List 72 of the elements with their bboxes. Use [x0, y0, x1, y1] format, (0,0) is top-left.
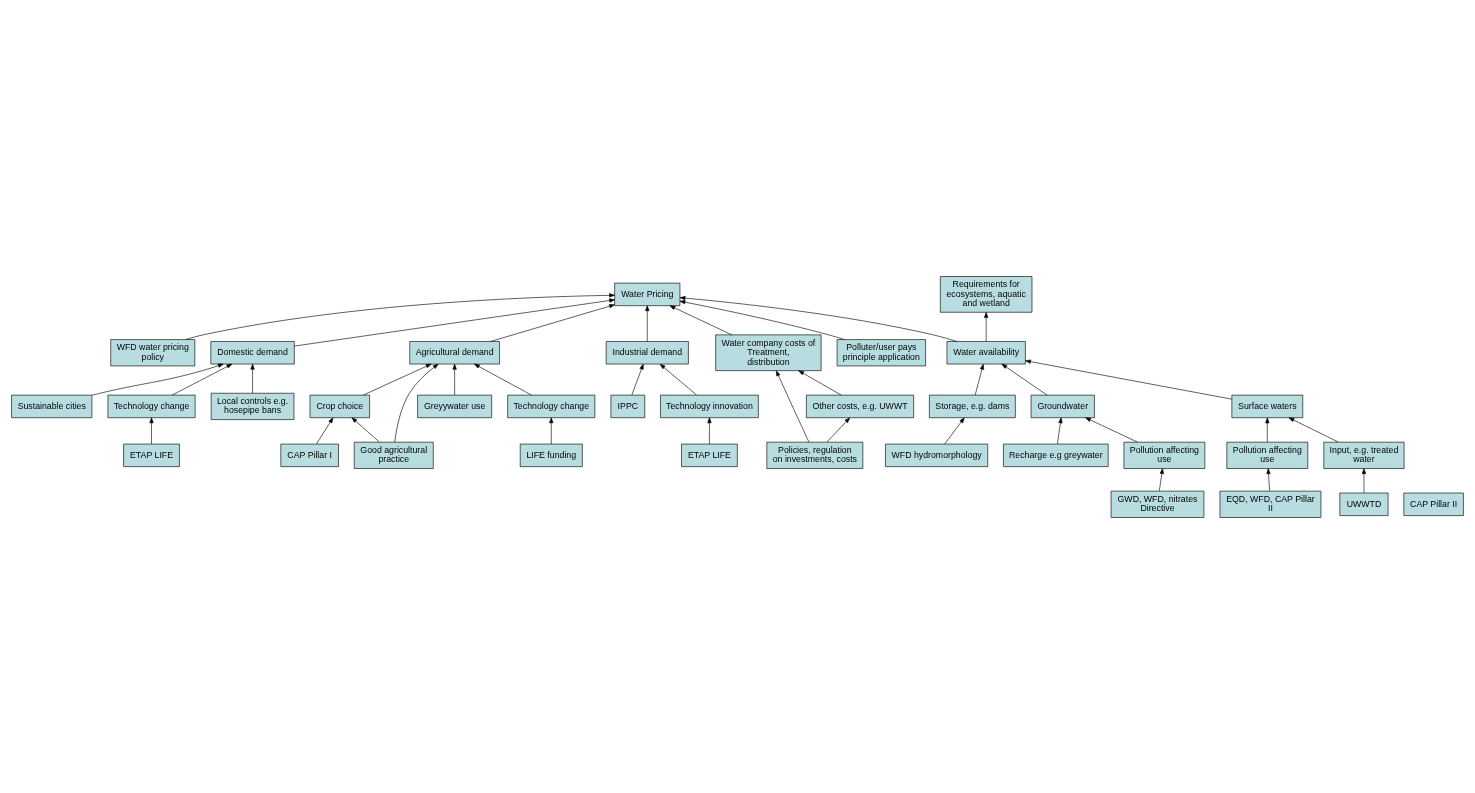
arrow	[185, 292, 615, 340]
arrow	[798, 369, 842, 395]
arrow	[707, 417, 712, 444]
arrow	[294, 297, 615, 346]
arrow	[984, 311, 989, 342]
arrow	[679, 295, 957, 342]
arrow	[776, 370, 810, 442]
node-box: WFD water pricing policy	[110, 338, 196, 366]
node-box: ETAP LIFE	[123, 443, 180, 467]
node-box: Technology change	[107, 394, 196, 418]
node-box: Crop choice	[309, 394, 370, 418]
arrow	[490, 303, 615, 342]
node-box: Technology change	[507, 394, 596, 418]
arrow	[1159, 467, 1164, 491]
node-box: Industrial demand	[605, 340, 689, 364]
arrow	[669, 304, 733, 335]
node-box: Good agricultural practice	[353, 441, 434, 469]
arrow	[452, 363, 457, 395]
arrow	[974, 363, 985, 395]
node-box: Technology innovation	[660, 394, 759, 418]
arrow	[1085, 416, 1138, 442]
node-box: Local controls e.g. hosepipe bans	[210, 392, 295, 420]
node-box: Other costs, e.g. UWWT	[806, 394, 914, 418]
node-box: Pollution affecting use	[1123, 441, 1206, 469]
node-box: EQD, WFD, CAP Pillar II	[1219, 490, 1322, 518]
arrow	[474, 363, 532, 395]
arrow	[149, 417, 154, 444]
arrow	[1057, 417, 1063, 444]
arrow	[250, 363, 255, 393]
arrow	[659, 363, 697, 395]
node-box: Storage, e.g. dams	[929, 394, 1016, 418]
arrow	[91, 363, 224, 395]
node-box: Groundwater	[1030, 394, 1095, 418]
arrow	[679, 299, 845, 340]
arrow	[645, 304, 650, 342]
arrow	[363, 363, 432, 395]
node-box: CAP Pillar I	[280, 443, 339, 467]
node-box: Pollution affecting use	[1226, 441, 1309, 469]
arrow	[1265, 417, 1270, 442]
arrow	[1266, 467, 1271, 491]
node-box: Policies, regulation on investments, costs	[766, 441, 864, 469]
arrow	[351, 416, 380, 442]
node-box: Greyywater use	[417, 394, 492, 418]
node-box: UWWTD	[1339, 492, 1389, 516]
node-box: IPPC	[610, 394, 646, 418]
arrow	[316, 417, 334, 444]
arrow	[1025, 359, 1232, 399]
node-box: LIFE funding	[519, 443, 583, 467]
node-box: Agricultural demand	[409, 340, 500, 364]
arrow	[171, 363, 233, 395]
node-box: Water company costs of Treatment, distribution	[715, 334, 822, 371]
node-box: ETAP LIFE	[681, 443, 738, 467]
node-box: Polluter/user pays principle application	[836, 338, 926, 366]
node-box: Requirements for ecosystems, aquatic and wetland	[940, 275, 1033, 313]
node-box: WFD hydromorphology	[885, 443, 989, 467]
node-box: Water availability	[946, 340, 1026, 364]
arrow	[944, 417, 965, 444]
node-box: Sustainable cities	[11, 394, 93, 418]
arrow	[1361, 467, 1367, 493]
node-box: CAP Pillar II	[1403, 492, 1464, 516]
node-box: Domestic demand	[210, 340, 295, 364]
node-box: Recharge e.g greywater	[1003, 443, 1109, 467]
arrow	[549, 417, 554, 444]
node-box: Input, e.g. treated water	[1323, 441, 1405, 469]
arrow	[826, 417, 851, 442]
arrow	[1288, 416, 1339, 442]
node-box: GWD, WFD, nitrates Directive	[1110, 490, 1205, 518]
arrow	[394, 363, 439, 442]
arrow	[1001, 363, 1048, 395]
node-box: Surface waters	[1231, 394, 1304, 418]
node-box: Water Pricing	[614, 282, 681, 306]
arrow	[631, 363, 644, 395]
